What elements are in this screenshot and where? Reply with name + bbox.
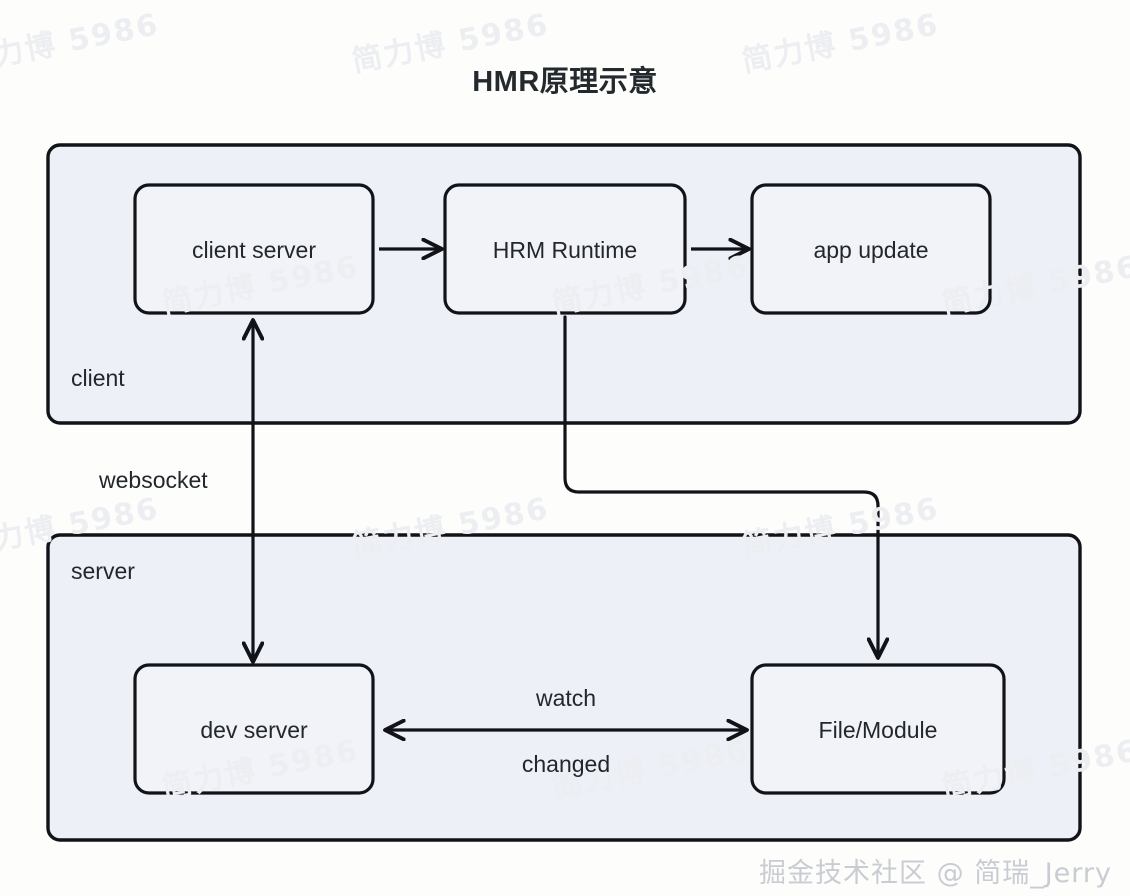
node-label-app-update: app update	[813, 237, 929, 263]
node-dev-server[interactable]	[133, 663, 375, 795]
node-label-hrm-runtime: HRM Runtime	[492, 237, 638, 263]
container-label-server: server	[71, 558, 135, 584]
node-app-update[interactable]	[750, 183, 992, 315]
node-file-module[interactable]	[750, 663, 1006, 795]
node-client-server[interactable]	[133, 183, 375, 315]
edge-label-watch: watch	[535, 685, 597, 711]
node-hrm-runtime[interactable]	[443, 183, 687, 315]
edge-label-changed: changed	[521, 751, 611, 777]
node-label-client-server: client server	[192, 237, 316, 263]
footer-watermark: 掘金技术社区 @ 简瑞_Jerry	[759, 858, 1112, 889]
node-label-dev-server: dev server	[200, 717, 308, 743]
node-label-file-module: File/Module	[818, 717, 938, 743]
edge-hrm-to-file-module	[563, 315, 878, 657]
page-title: HMR原理示意	[472, 66, 658, 98]
edge-label-websocket: websocket	[99, 467, 208, 493]
container-label-client: client	[71, 365, 125, 391]
